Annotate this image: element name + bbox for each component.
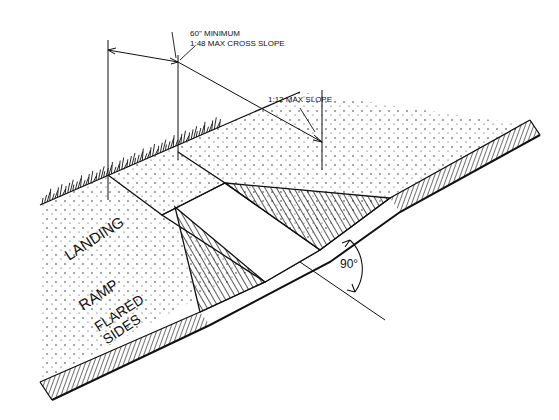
slope-note: 1:12 MAX SLOPE xyxy=(268,96,332,104)
slope-note: 1:48 MAX CROSS SLOPE xyxy=(190,40,285,48)
dimension-label: 60" MINIMUM xyxy=(190,30,240,38)
angle-label: 90° xyxy=(340,258,358,271)
